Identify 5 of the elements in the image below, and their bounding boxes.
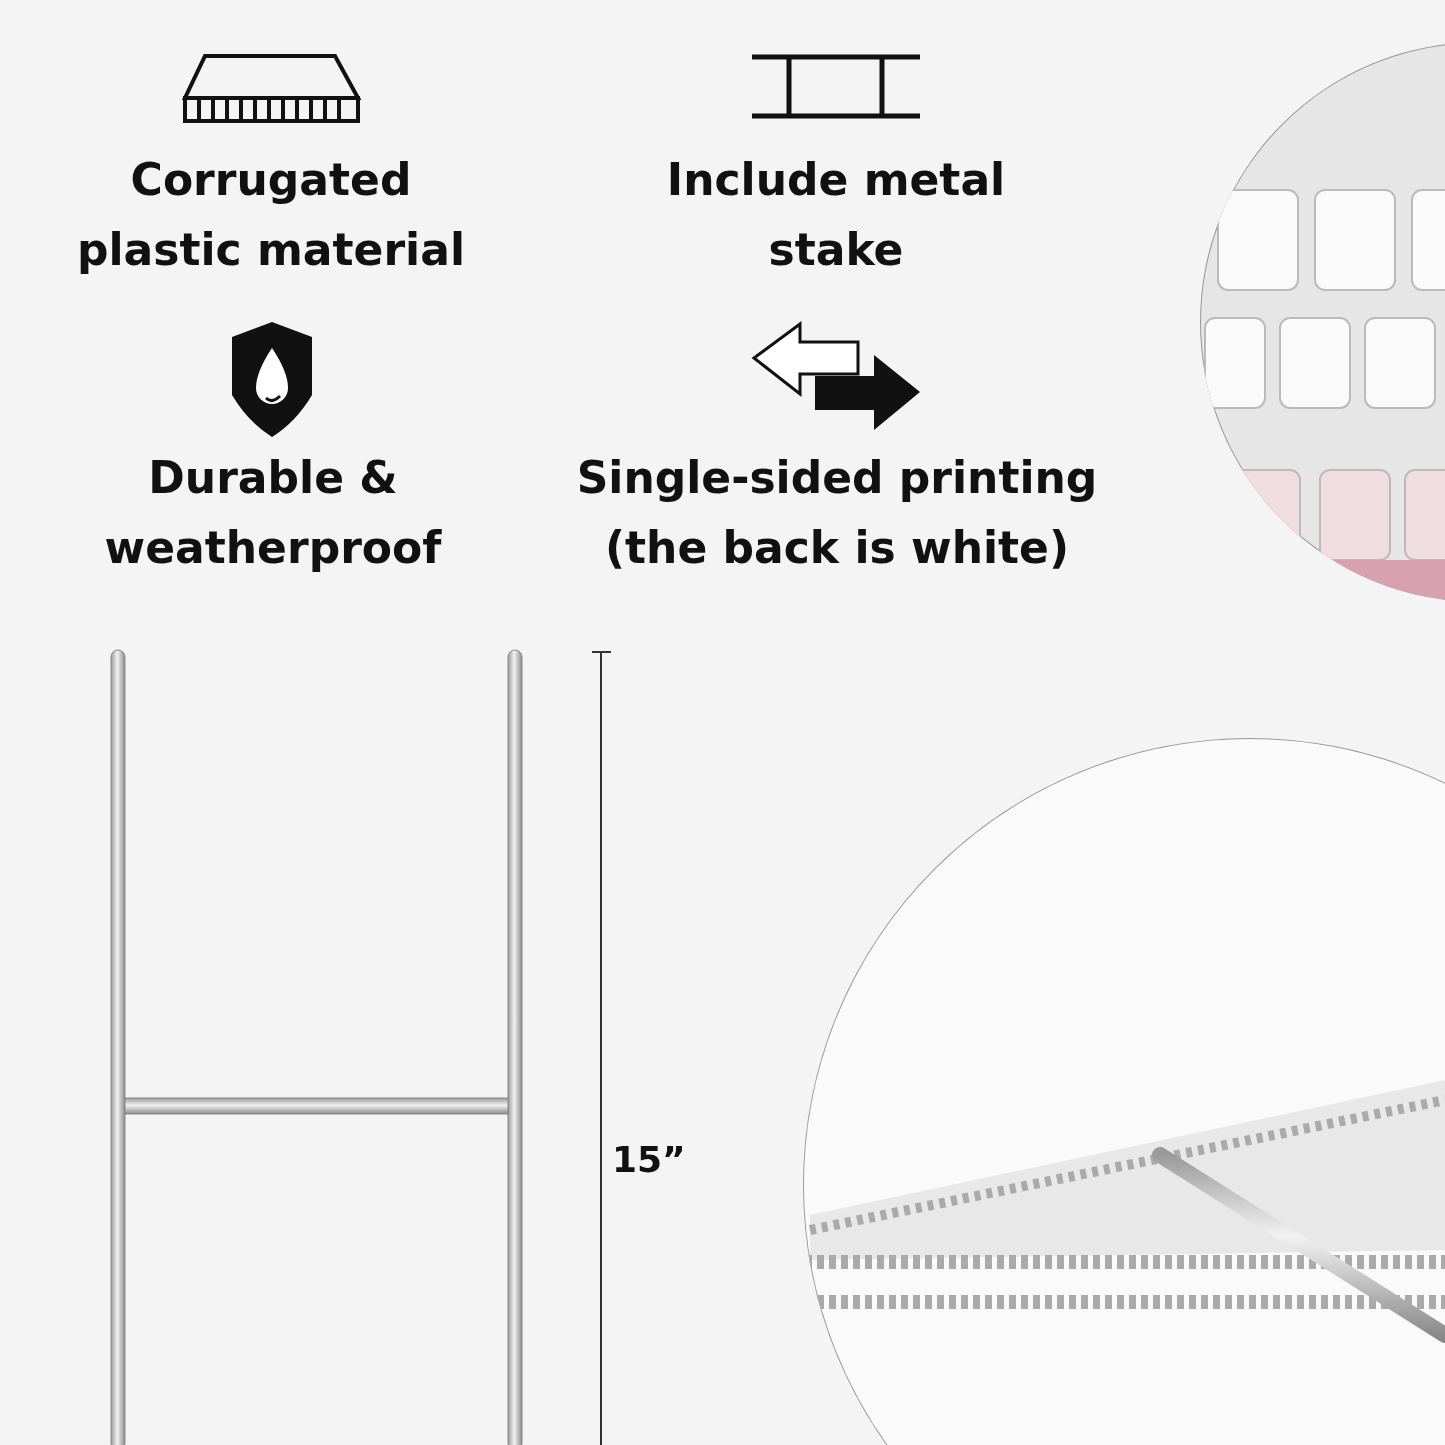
feature-caption: Include metal stake — [665, 153, 1007, 277]
feature-caption: Corrugated plastic material — [76, 153, 466, 277]
feature-caption: Single-sided printing (the back is white) — [575, 451, 1099, 575]
feature-caption: Durable & weatherproof — [103, 451, 443, 575]
dimension-label: 15” — [612, 1138, 687, 1182]
